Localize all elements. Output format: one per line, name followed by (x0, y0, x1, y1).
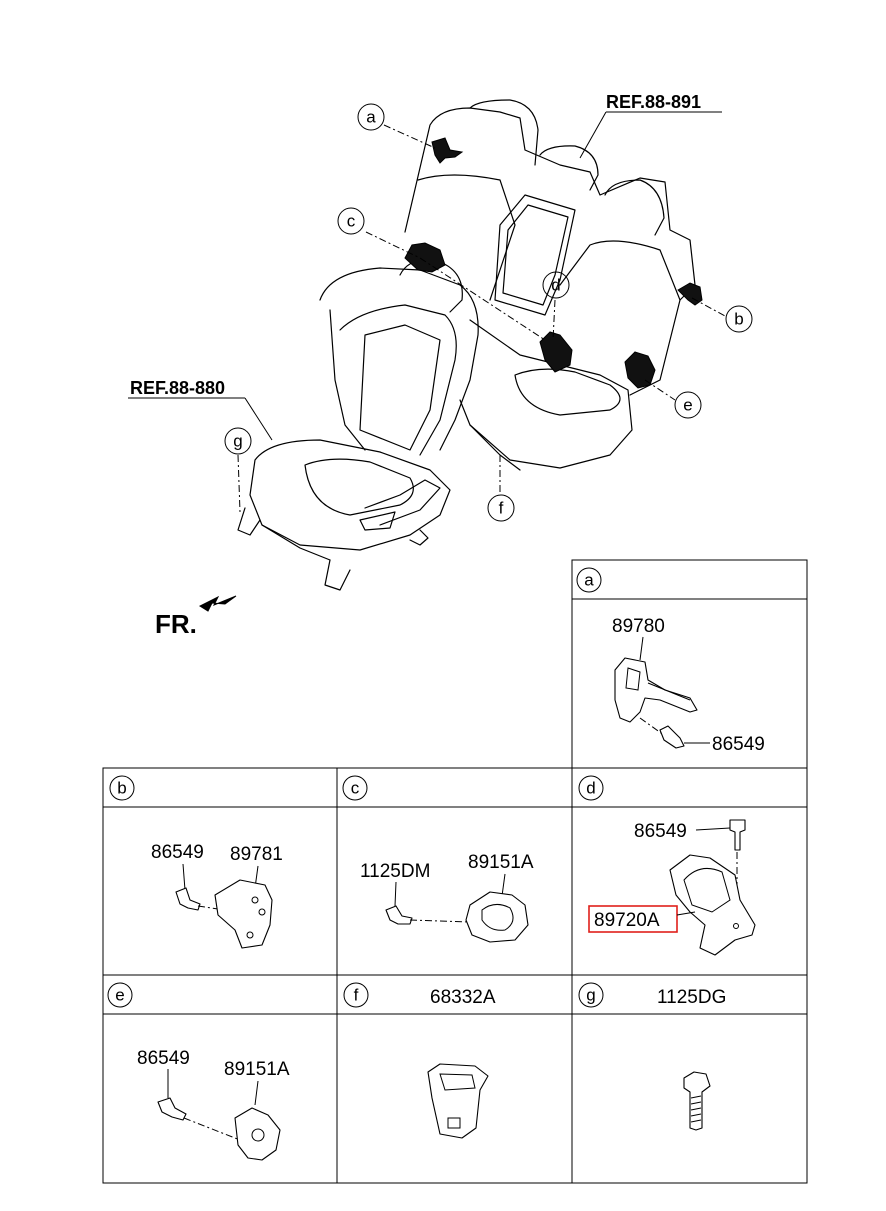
panel-d: d 86549 89720A (578, 775, 756, 956)
bracket-89720A-drawing (669, 854, 756, 956)
callout-d-letter: d (551, 276, 560, 295)
bracket-marker-a (431, 137, 464, 164)
panel-b-letter: b (117, 779, 126, 798)
panel-d-part-86549: 86549 (634, 821, 687, 842)
cover-68332A-drawing (427, 1063, 489, 1139)
callout-g-letter: g (233, 432, 242, 451)
ref-label-front-seat: REF.88-880 (130, 378, 225, 398)
panel-b: b 86549 89781 (109, 775, 283, 949)
ref-label-rear-seat: REF.88-891 (606, 92, 701, 112)
front-label: FR. (155, 609, 197, 639)
bracket-89780-drawing (614, 657, 698, 723)
panel-a-part-89780: 89780 (612, 616, 665, 637)
front-arrow-icon (198, 595, 237, 612)
panel-e-part-86549: 86549 (137, 1048, 190, 1069)
bracket-89151A-e-drawing (234, 1107, 281, 1161)
panel-g: g 1125DG (578, 982, 726, 1131)
callout-d: d (542, 271, 570, 299)
front-direction-indicator: FR. (155, 595, 237, 639)
bracket-marker-b (677, 282, 703, 306)
bracket-89781-drawing (214, 879, 273, 949)
panel-d-part-89720A: 89720A (594, 910, 660, 931)
panel-e: e 86549 89151A (107, 982, 290, 1161)
panel-e-part-89151A: 89151A (224, 1059, 290, 1080)
callout-a-letter: a (366, 108, 376, 127)
callout-g: g (224, 427, 252, 455)
bolt-86549-b-drawing (175, 887, 201, 911)
panel-a: a 89780 86549 (571, 559, 808, 769)
screw-86549-d-drawing (729, 819, 746, 851)
bracket-marker-e (624, 351, 656, 389)
panel-f-letter: f (354, 986, 359, 1005)
panel-f-part-68332A: 68332A (430, 987, 496, 1008)
panel-e-letter: e (115, 986, 124, 1005)
seat-assembly-illustration (128, 99, 726, 591)
panel-a-part-86549: 86549 (712, 734, 765, 755)
bracket-marker-d (539, 331, 573, 373)
callout-c: c (337, 207, 365, 235)
panel-d-letter: d (586, 779, 595, 798)
panel-g-letter: g (586, 986, 595, 1005)
bracket-marker-c (404, 242, 446, 273)
panel-c: c 1125DM 89151A (342, 775, 534, 943)
callout-e-letter: e (683, 396, 692, 415)
callout-e: e (674, 391, 702, 419)
callout-b-letter: b (734, 310, 743, 329)
panel-g-part-1125DG: 1125DG (657, 987, 726, 1008)
panel-c-part-1125DM: 1125DM (360, 861, 430, 882)
highlight-89720A-box (588, 905, 678, 933)
bolt-86549-e-drawing (157, 1097, 187, 1121)
callout-c-letter: c (347, 212, 356, 231)
bracket-89151A-c-drawing (465, 891, 529, 943)
callout-f: f (487, 494, 515, 522)
bolt-86549-drawing (659, 725, 685, 749)
panel-a-letter: a (584, 571, 594, 590)
callout-b: b (725, 305, 753, 333)
panel-b-part-89781: 89781 (230, 844, 283, 865)
callout-a: a (357, 103, 385, 131)
callout-f-letter: f (499, 499, 504, 518)
panel-b-part-86549: 86549 (151, 842, 204, 863)
bolt-1125DG-drawing (683, 1071, 711, 1131)
bolt-1125DM-drawing (385, 905, 413, 925)
panel-c-letter: c (351, 779, 360, 798)
panel-c-part-89151A: 89151A (468, 852, 534, 873)
panel-f: f 68332A (343, 982, 496, 1139)
